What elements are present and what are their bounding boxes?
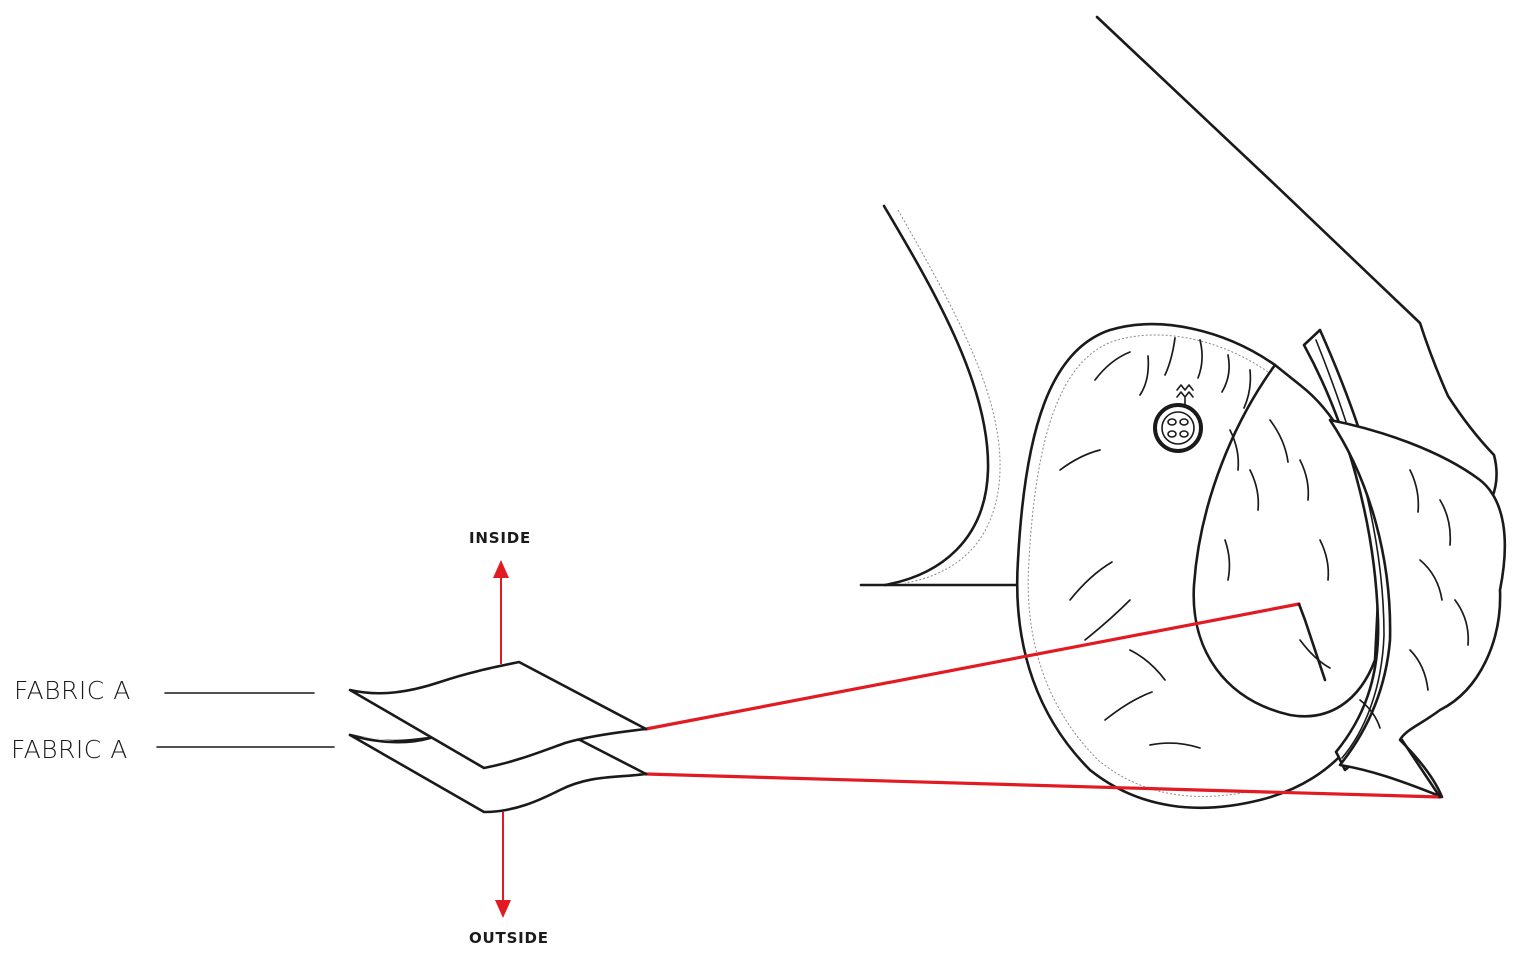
arrow-up-icon xyxy=(493,560,509,664)
button-icon xyxy=(1153,384,1203,453)
armhole-stitch-line xyxy=(897,209,1001,584)
outside-label: OUTSIDE xyxy=(469,929,549,947)
placket-inner-edge xyxy=(1315,339,1385,759)
fabric-label-bottom: FABRIC A xyxy=(11,735,128,764)
armhole-curve xyxy=(882,204,990,587)
fabric-layer-top xyxy=(348,660,648,770)
arrow-down-icon xyxy=(495,812,511,918)
garment-body-outline xyxy=(1095,15,1498,500)
fabric-fold-marks xyxy=(1059,337,1470,749)
inside-label: INSIDE xyxy=(469,529,532,547)
seam-callout-lines xyxy=(644,602,1442,799)
fabric-label-top: FABRIC A xyxy=(14,676,131,705)
sleeve-fabric xyxy=(1328,418,1507,799)
cuff-stitch-line xyxy=(1027,334,1269,797)
